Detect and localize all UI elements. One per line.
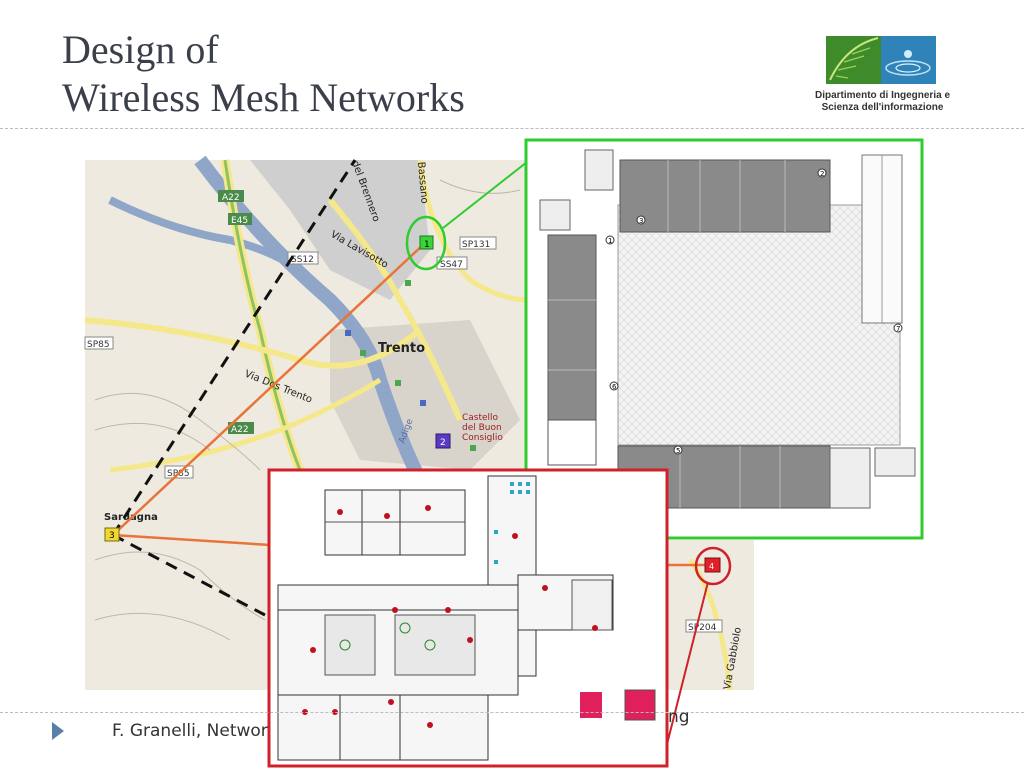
svg-text:4: 4: [709, 562, 714, 571]
department-caption-line-2: Scienza dell'informazione: [821, 102, 944, 113]
footer-credit-tail: ng: [668, 707, 690, 727]
place-label-castello-1: Castello: [462, 413, 499, 423]
svg-text:A22: A22: [222, 193, 240, 203]
room-label-4: 6: [612, 383, 617, 391]
footer-credit: F. Granelli, Networ: [112, 721, 268, 741]
room-label-3: 1: [608, 237, 612, 245]
link-sardagna-node1: [112, 242, 426, 536]
svg-text:1: 1: [424, 240, 430, 250]
road-badge-ss47: SS47: [436, 256, 468, 270]
mesh-links: [111, 159, 710, 765]
department-logo: [826, 36, 936, 84]
department-caption: Dipartimento di Ingegneria e Scienza del…: [790, 90, 975, 114]
place-label-castello-3: Consiglio: [462, 433, 503, 443]
footer-divider: [0, 712, 1024, 713]
node-2: 2: [435, 433, 451, 449]
road-badge-ss12: SS12: [287, 251, 319, 265]
svg-text:2: 2: [440, 438, 446, 448]
svg-text:SP85: SP85: [87, 340, 110, 350]
department-caption-line-1: Dipartimento di Ingegneria e: [814, 90, 951, 101]
svg-text:SP204: SP204: [688, 623, 717, 633]
slide-title-line-2: Wireless Mesh Networks: [62, 75, 465, 120]
city-label: Trento: [378, 341, 425, 356]
floorplan-red: [267, 468, 669, 768]
place-label-castello-2: del Buon: [462, 423, 502, 433]
bullet-arrow-icon: [52, 722, 64, 740]
svg-text:A22: A22: [231, 425, 249, 435]
header-divider: [0, 128, 1024, 129]
link-sardagna-node3: [112, 533, 271, 547]
road-badge-sp85-a: SP85: [84, 336, 114, 350]
road-badge-sp204: SP204: [685, 619, 723, 633]
leaf-water-logo-icon: [826, 36, 936, 84]
svg-text:SP131: SP131: [462, 240, 490, 250]
callout-line-red: [661, 581, 709, 765]
node-sardagna: 3: [104, 527, 120, 542]
node-4: 4: [694, 546, 732, 586]
coverage-line-south: [112, 533, 266, 617]
svg-text:3: 3: [109, 531, 115, 541]
road-badge-a22-b: A22: [228, 422, 254, 435]
svg-text:E45: E45: [231, 216, 248, 226]
road-label-bassano: Bassano: [415, 161, 430, 204]
slide-title: Design of Wireless Mesh Networks: [62, 26, 465, 122]
road-badge-sp131: SP131: [459, 236, 497, 250]
room-label-2: 3: [639, 217, 643, 225]
svg-text:SS12: SS12: [291, 255, 314, 265]
room-label-6: 7: [896, 325, 900, 333]
node-1: 1: [405, 215, 447, 271]
road-badge-e45: E45: [228, 213, 252, 226]
slide-title-line-1: Design of: [62, 27, 219, 72]
room-label-1: 2: [820, 170, 824, 178]
room-label-5: 5: [676, 447, 680, 455]
coverage-line-north: [111, 159, 357, 536]
callout-line-green: [442, 161, 528, 229]
svg-text:SS47: SS47: [440, 260, 463, 270]
road-badge-a22: A22: [218, 190, 244, 203]
